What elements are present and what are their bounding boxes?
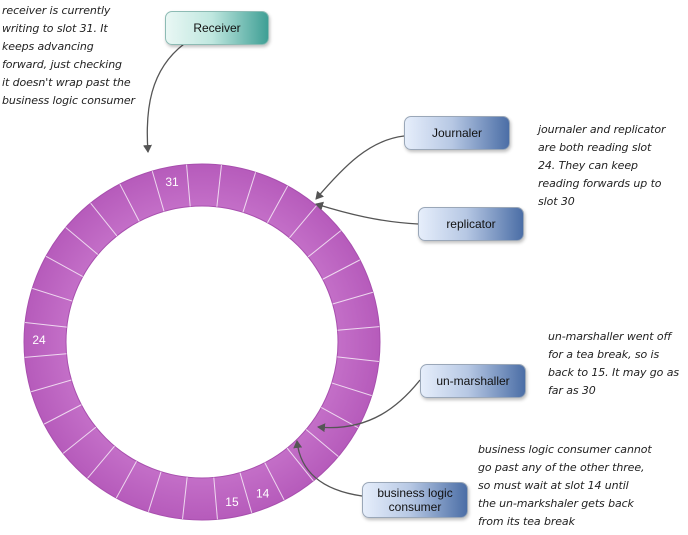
slot-divider: [242, 172, 257, 213]
journaler-replicator-note: journaler and replicator are both readin…: [538, 123, 666, 208]
slot-divider: [25, 322, 67, 328]
arrow-business-to-slot-14: [293, 440, 363, 497]
slot-divider: [305, 429, 339, 457]
slot-divider: [286, 447, 314, 482]
slot-divider: [65, 227, 99, 255]
slot-divider: [45, 255, 84, 277]
slot-divider: [62, 426, 97, 454]
arrow-replicator-to-slot-24: [315, 201, 419, 225]
slot-divider: [331, 382, 372, 397]
unmarshaller-node[interactable]: un-marshaller: [420, 364, 526, 398]
slot-label-15: 15: [225, 495, 239, 509]
slot-divider: [151, 170, 165, 212]
unmarshaller-note: un-marshaller went off for a tea break, …: [548, 330, 679, 397]
replicator-node[interactable]: replicator: [418, 207, 524, 241]
arrow-journaler-to-slot-24: [315, 135, 405, 200]
receiver-note: receiver is currently writing to slot 31…: [2, 4, 135, 107]
slot-divider: [320, 407, 359, 429]
slot-divider: [307, 230, 342, 258]
slot-divider: [289, 205, 317, 239]
arrow-receiver-to-slot-31: [143, 43, 185, 153]
ring-body: [23, 163, 381, 521]
slot-divider: [332, 291, 374, 305]
slot-divider: [322, 259, 361, 280]
slot-divider: [30, 379, 72, 393]
business-logic-consumer-note: business logic consumer cannot go past a…: [478, 443, 652, 528]
slot-label-24: 24: [32, 333, 46, 347]
slot-divider: [239, 472, 253, 514]
business-logic-consumer-node[interactable]: business logic consumer: [362, 482, 468, 518]
slot-divider: [115, 460, 137, 499]
slot-divider: [87, 445, 115, 479]
journaler-node[interactable]: Journaler: [404, 116, 510, 150]
slot-divider: [267, 185, 289, 224]
slot-divider: [337, 356, 379, 362]
arrow-unmarshaller-to-slot-15: [317, 379, 421, 433]
slot-divider: [119, 183, 140, 222]
slot-divider: [24, 353, 67, 358]
slot-divider: [213, 477, 218, 520]
arrows: [143, 43, 421, 497]
slot-divider: [337, 326, 380, 331]
slot-divider: [90, 202, 118, 237]
slot-divider: [43, 404, 82, 425]
slot-divider: [186, 164, 191, 207]
slot-divider: [216, 165, 222, 207]
slot-divider: [182, 477, 188, 519]
slot-divider: [32, 287, 73, 302]
receiver-node[interactable]: Receiver: [165, 11, 269, 45]
slot-divider: [147, 471, 162, 512]
slot-label-31: 31: [165, 175, 179, 189]
slot-label-14: 14: [256, 486, 270, 500]
slot-divider: [264, 462, 285, 501]
